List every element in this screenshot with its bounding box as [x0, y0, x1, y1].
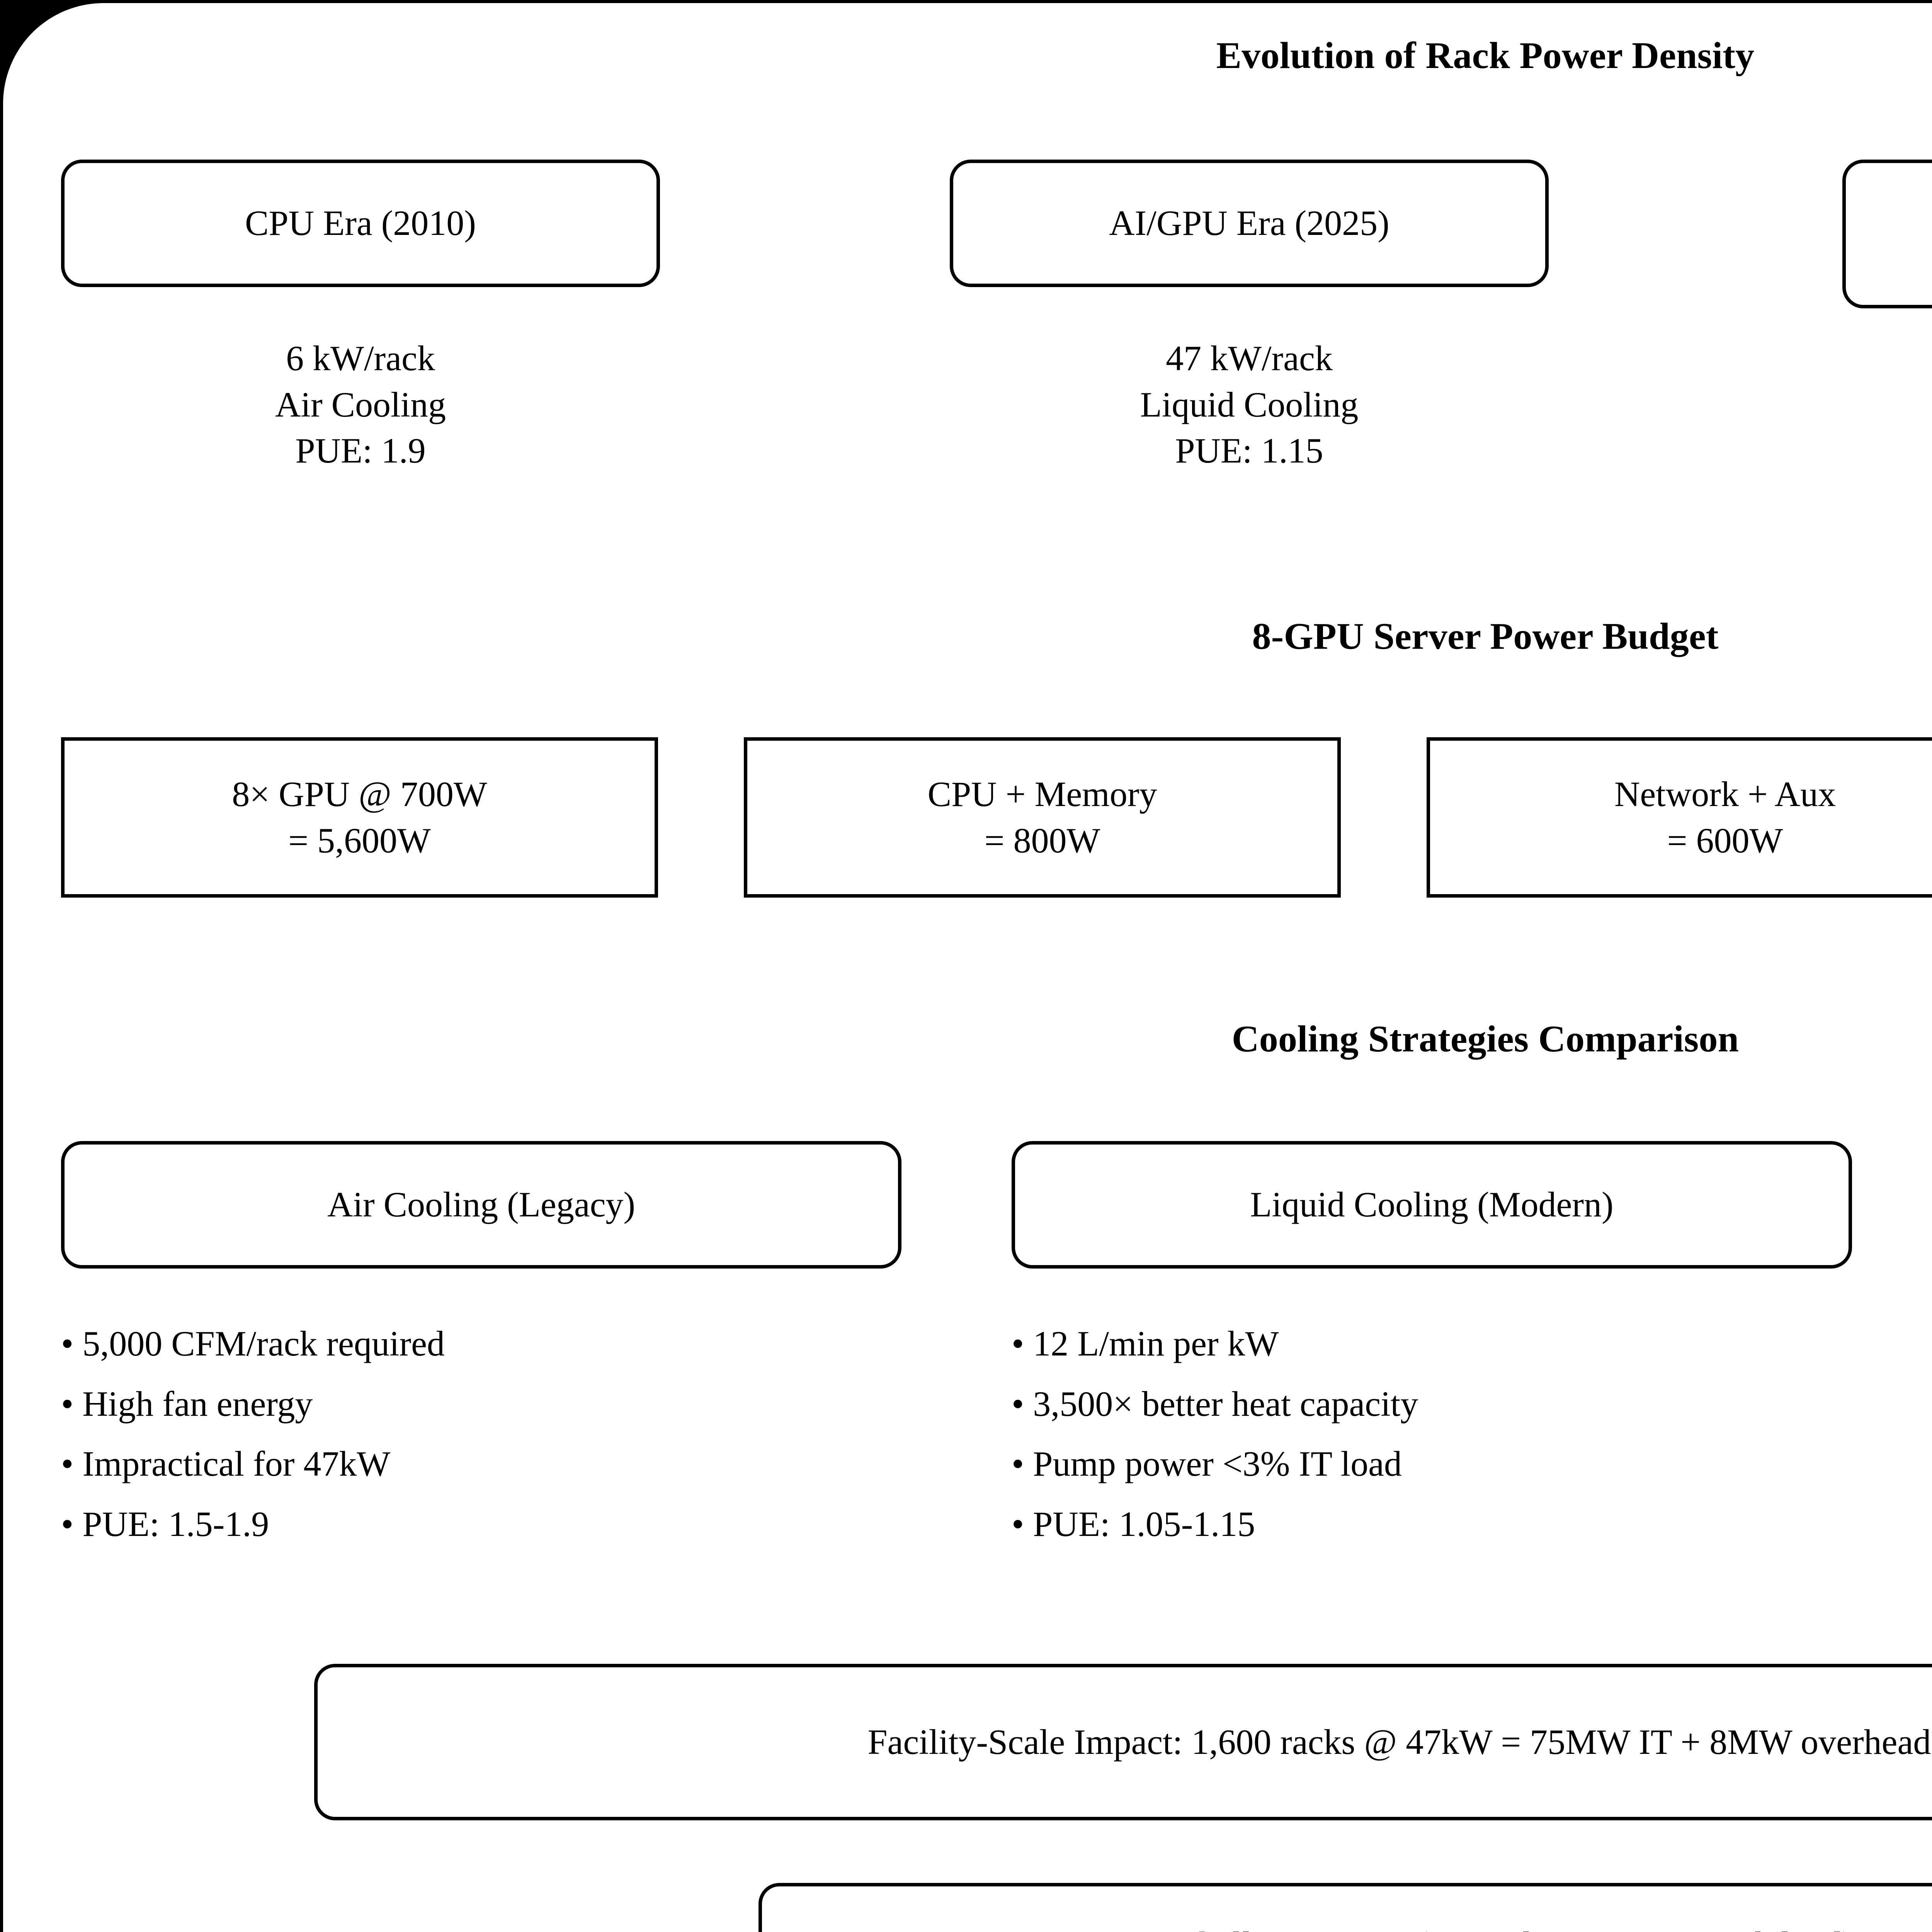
box-gpu-power-line-1: 8× GPU @ 700W	[232, 774, 487, 814]
air-cooling-bullet-1: • 5,000 CFM/rack required	[61, 1324, 445, 1363]
box-network-aux-line-1: Network + Aux	[1614, 774, 1836, 814]
liquid-cooling-bullet-3: • Pump power <3% IT load	[1012, 1444, 1402, 1484]
box-network-aux-power[interactable]: Network + Aux = 600W	[1427, 737, 1932, 898]
caption-aigpu-era-power: 47 kW/rack	[1166, 338, 1333, 378]
caption-cpu-era-power: 6 kW/rack	[286, 338, 435, 378]
box-air-cooling-header[interactable]: Air Cooling (Legacy)	[61, 1141, 901, 1269]
air-cooling-header-label: Air Cooling (Legacy)	[327, 1185, 636, 1225]
air-cooling-bullet-3: • Impractical for 47kW	[61, 1444, 391, 1484]
box-gpu-power[interactable]: 8× GPU @ 700W = 5,600W	[61, 737, 658, 898]
box-aigpu-era[interactable]: AI/GPU Era (2025)	[950, 160, 1549, 287]
liquid-cooling-bullet-2: • 3,500× better heat capacity	[1012, 1384, 1418, 1423]
liquid-cooling-header-label: Liquid Cooling (Modern)	[1250, 1185, 1614, 1225]
grid-equivalent-label: 87 halls = 20 GW (equivalent to NYC peak…	[1155, 1922, 1854, 1932]
air-cooling-bullet-2: • High fan energy	[61, 1384, 313, 1423]
caption-aigpu-era-cooling: Liquid Cooling	[1140, 384, 1359, 424]
box-gpu-power-line-2: = 5,600W	[288, 820, 431, 860]
caption-aigpu-era: 47 kW/rack Liquid Cooling PUE: 1.15	[950, 335, 1549, 474]
box-power-increase[interactable]: ×7.8 Power Increase ×8 Heat Output	[1842, 160, 1932, 308]
box-aigpu-era-label: AI/GPU Era (2025)	[1109, 203, 1389, 243]
facility-scale-impact-label: Facility-Scale Impact: 1,600 racks @ 47k…	[867, 1722, 1932, 1762]
liquid-cooling-bullet-4: • PUE: 1.05-1.15	[1012, 1504, 1255, 1544]
caption-cpu-era: 6 kW/rack Air Cooling PUE: 1.9	[61, 335, 660, 474]
box-cpu-era-label: CPU Era (2010)	[245, 203, 476, 243]
caption-cpu-era-pue: PUE: 1.9	[295, 431, 426, 471]
box-cpu-memory-line-2: = 800W	[984, 820, 1100, 860]
box-grid-equivalent[interactable]: 87 halls = 20 GW (equivalent to NYC peak…	[759, 1883, 1932, 1932]
section-title-power-budget: 8-GPU Server Power Budget	[1252, 616, 1719, 657]
box-cpu-memory-power[interactable]: CPU + Memory = 800W	[744, 737, 1341, 898]
caption-aigpu-era-pue: PUE: 1.15	[1175, 431, 1323, 471]
box-cpu-memory-line-1: CPU + Memory	[927, 774, 1157, 814]
box-cpu-era[interactable]: CPU Era (2010)	[61, 160, 660, 287]
section-title-evolution: Evolution of Rack Power Density	[1216, 35, 1755, 77]
bullets-air-cooling: • 5,000 CFM/rack required • High fan ene…	[61, 1321, 950, 1561]
box-network-aux-line-2: = 600W	[1667, 820, 1783, 860]
diagram-panel: Evolution of Rack Power Density CPU Era …	[3, 3, 1932, 1932]
section-title-cooling: Cooling Strategies Comparison	[1231, 1018, 1739, 1060]
liquid-cooling-bullet-1: • 12 L/min per kW	[1012, 1324, 1279, 1363]
bullets-liquid-cooling: • 12 L/min per kW • 3,500× better heat c…	[1012, 1321, 1932, 1561]
box-facility-scale-impact[interactable]: Facility-Scale Impact: 1,600 racks @ 47k…	[314, 1664, 1932, 1820]
air-cooling-bullet-4: • PUE: 1.5-1.9	[61, 1504, 269, 1544]
caption-cpu-era-cooling: Air Cooling	[275, 384, 446, 424]
box-liquid-cooling-header[interactable]: Liquid Cooling (Modern)	[1012, 1141, 1852, 1269]
